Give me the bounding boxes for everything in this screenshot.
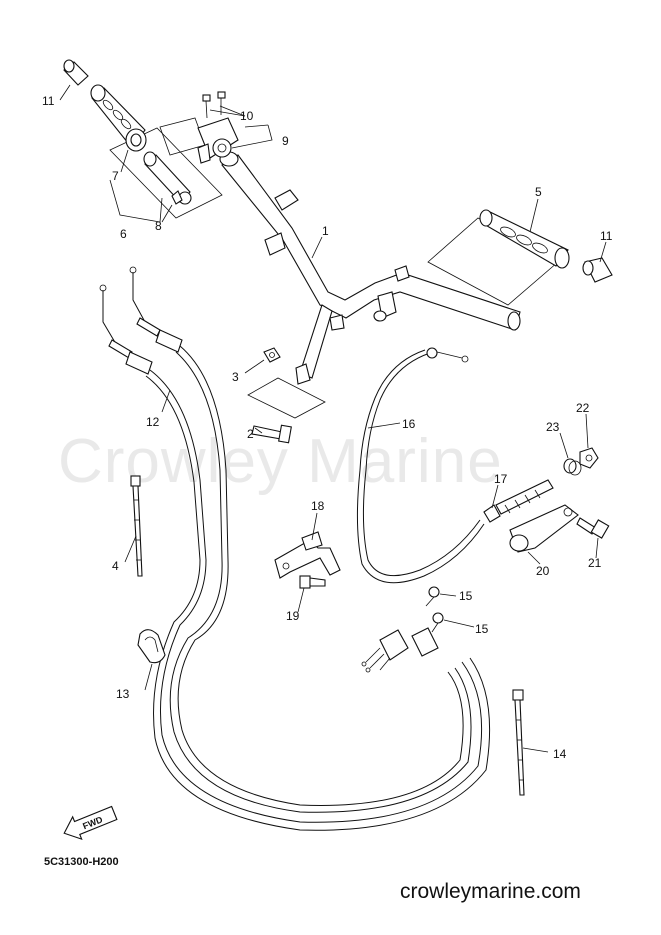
- cable-adjuster[interactable]: [483, 479, 554, 523]
- callout-labels: 11 7 6 8 10 9 1 5 11 3 2 12 16 22 23 17 …: [42, 94, 613, 761]
- callout-15-b: 15: [475, 622, 489, 636]
- callout-8: 8: [155, 219, 162, 233]
- callout-2: 2: [247, 427, 254, 441]
- nut-part-22[interactable]: [579, 447, 599, 469]
- bar-end-cap-left: [63, 59, 89, 86]
- throttle-sleeve: [143, 151, 192, 205]
- collar-part-23[interactable]: [563, 458, 582, 476]
- site-url[interactable]: crowleymarine.com: [400, 880, 581, 903]
- bar-end-cap-right: [582, 257, 613, 283]
- screw-part-15-a[interactable]: [425, 586, 440, 607]
- brake-arm[interactable]: [509, 504, 579, 553]
- callout-18: 18: [311, 499, 325, 513]
- bolt-part-19[interactable]: [299, 575, 326, 589]
- callout-6: 6: [120, 227, 127, 241]
- callout-23: 23: [546, 420, 560, 434]
- grip-left: [90, 84, 147, 152]
- callout-4: 4: [112, 559, 119, 573]
- cable-bracket[interactable]: [274, 531, 341, 579]
- right-grip-assembly[interactable]: [427, 209, 613, 306]
- callout-14: 14: [553, 747, 567, 761]
- callout-5: 5: [535, 185, 542, 199]
- bolt-part-21[interactable]: [576, 517, 610, 539]
- callout-3: 3: [232, 370, 239, 384]
- left-grip-assembly[interactable]: [63, 59, 223, 219]
- switch-connector[interactable]: [361, 627, 439, 673]
- cable-clamp[interactable]: [137, 629, 166, 664]
- callout-20: 20: [536, 564, 550, 578]
- pinch-bolt-assembly[interactable]: [247, 347, 326, 444]
- throttle-housing-assembly[interactable]: [159, 91, 239, 164]
- throttle-cables[interactable]: [99, 266, 491, 831]
- handlebar-part[interactable]: [219, 151, 521, 385]
- diagram-code: 5C31300-H200: [44, 856, 119, 868]
- callout-10: 10: [240, 109, 254, 123]
- callout-9: 9: [282, 134, 289, 148]
- callout-12: 12: [146, 415, 160, 429]
- screw-pair: [202, 91, 226, 119]
- callout-13: 13: [116, 687, 130, 701]
- callout-11-right: 11: [600, 229, 613, 243]
- bolt-part-2: [251, 424, 292, 444]
- cable-tie-right[interactable]: [512, 689, 525, 796]
- leader-lines: [59, 84, 607, 753]
- callout-22: 22: [576, 401, 590, 415]
- nut-part-3: [263, 347, 281, 363]
- brake-cable[interactable]: [356, 347, 485, 584]
- callout-15-a: 15: [459, 589, 473, 603]
- forward-arrow-icon: FWD: [63, 805, 118, 841]
- callout-17: 17: [494, 472, 508, 486]
- callout-1: 1: [322, 224, 329, 238]
- callout-19: 19: [286, 609, 300, 623]
- callout-21: 21: [588, 556, 602, 570]
- cable-tie-left[interactable]: [130, 475, 143, 577]
- callout-11-left: 11: [42, 94, 55, 108]
- screw-part-15-b[interactable]: [431, 612, 444, 633]
- callout-7: 7: [112, 169, 119, 183]
- callout-16: 16: [402, 417, 416, 431]
- grip-right: [479, 209, 570, 269]
